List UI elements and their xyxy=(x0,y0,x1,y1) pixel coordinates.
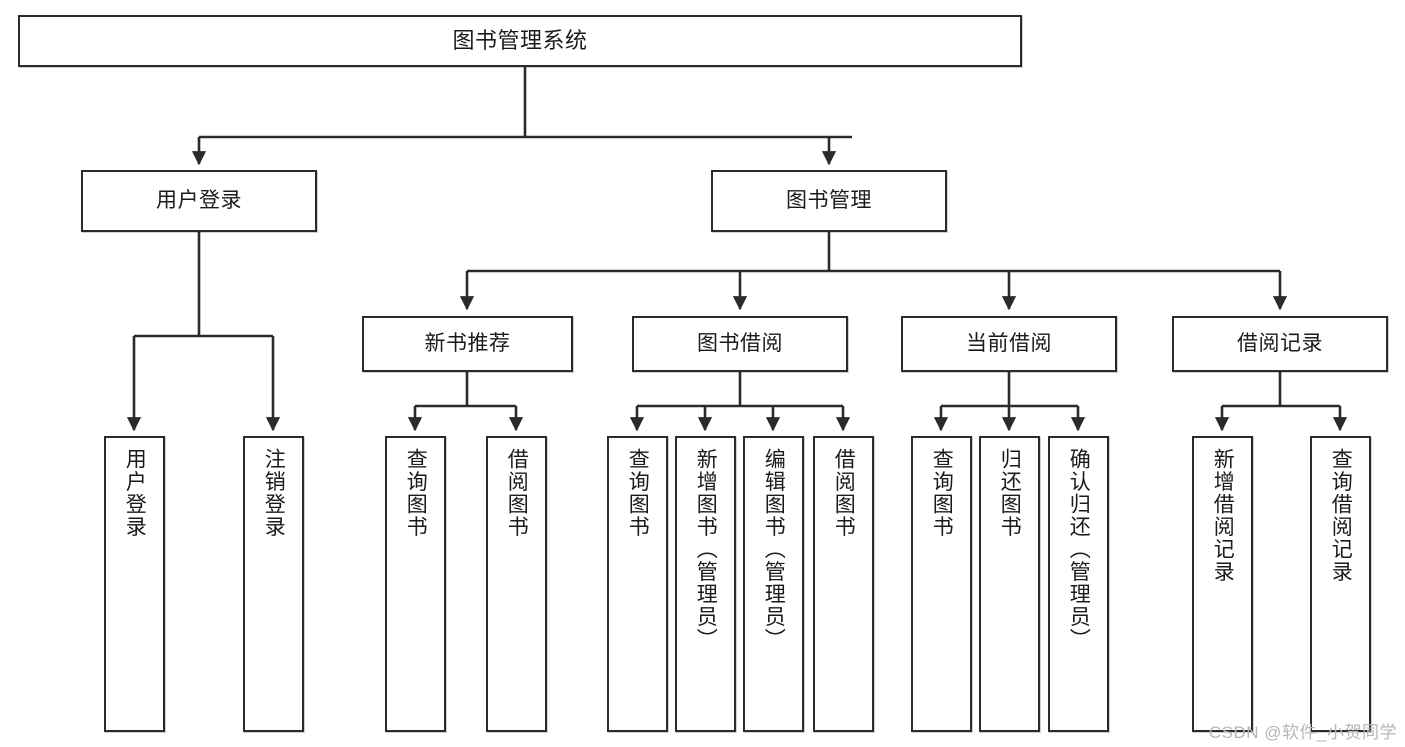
node-leaf-query-book-2[interactable]: 查询图书 xyxy=(607,436,668,732)
node-label: 借阅记录 xyxy=(1237,331,1323,355)
node-leaf-borrow-book-2[interactable]: 借阅图书 xyxy=(813,436,874,732)
node-label: 借阅图书 xyxy=(832,448,856,538)
node-leaf-edit-book-admin[interactable]: 编辑图书（管理员） xyxy=(743,436,804,732)
node-label: 用户登录 xyxy=(156,188,242,212)
node-label: 注销登录 xyxy=(262,448,286,538)
node-leaf-query-borrow-record[interactable]: 查询借阅记录 xyxy=(1310,436,1371,732)
node-leaf-query-book-1[interactable]: 查询图书 xyxy=(385,436,446,732)
node-label: 查询图书 xyxy=(404,448,428,538)
node-leaf-user-login[interactable]: 用户登录 xyxy=(104,436,165,732)
node-user-login[interactable]: 用户登录 xyxy=(81,170,317,232)
node-label: 用户登录 xyxy=(123,448,147,538)
node-label: 新增借阅记录 xyxy=(1211,448,1235,583)
node-leaf-query-book-3[interactable]: 查询图书 xyxy=(911,436,972,732)
node-label: 新书推荐 xyxy=(424,331,511,355)
node-leaf-return-book[interactable]: 归还图书 xyxy=(979,436,1040,732)
node-label: 确认归还（管理员） xyxy=(1067,448,1091,651)
node-current-borrowing[interactable]: 当前借阅 xyxy=(901,316,1117,372)
node-root-book-management-system[interactable]: 图书管理系统 xyxy=(18,15,1022,67)
node-borrowing-record[interactable]: 借阅记录 xyxy=(1172,316,1388,372)
node-label: 查询图书 xyxy=(930,448,954,538)
node-label: 新增图书（管理员） xyxy=(694,448,718,651)
node-new-book-recommendation[interactable]: 新书推荐 xyxy=(362,316,573,372)
node-leaf-confirm-return-admin[interactable]: 确认归还（管理员） xyxy=(1048,436,1109,732)
node-leaf-logout[interactable]: 注销登录 xyxy=(243,436,304,732)
node-label: 图书管理 xyxy=(786,188,872,212)
node-label: 查询图书 xyxy=(626,448,650,538)
node-label: 查询借阅记录 xyxy=(1329,448,1353,583)
node-label: 图书借阅 xyxy=(697,331,783,355)
node-leaf-borrow-book-1[interactable]: 借阅图书 xyxy=(486,436,547,732)
node-book-borrowing[interactable]: 图书借阅 xyxy=(632,316,848,372)
node-label: 借阅图书 xyxy=(505,448,529,538)
node-leaf-add-book-admin[interactable]: 新增图书（管理员） xyxy=(675,436,736,732)
watermark-text: CSDN @软件_小贺同学 xyxy=(1208,723,1397,742)
node-leaf-add-borrow-record[interactable]: 新增借阅记录 xyxy=(1192,436,1253,732)
node-label: 归还图书 xyxy=(998,448,1022,538)
node-label: 编辑图书（管理员） xyxy=(762,448,786,651)
node-book-management[interactable]: 图书管理 xyxy=(711,170,947,232)
node-label: 图书管理系统 xyxy=(452,28,588,54)
node-label: 当前借阅 xyxy=(966,331,1052,355)
